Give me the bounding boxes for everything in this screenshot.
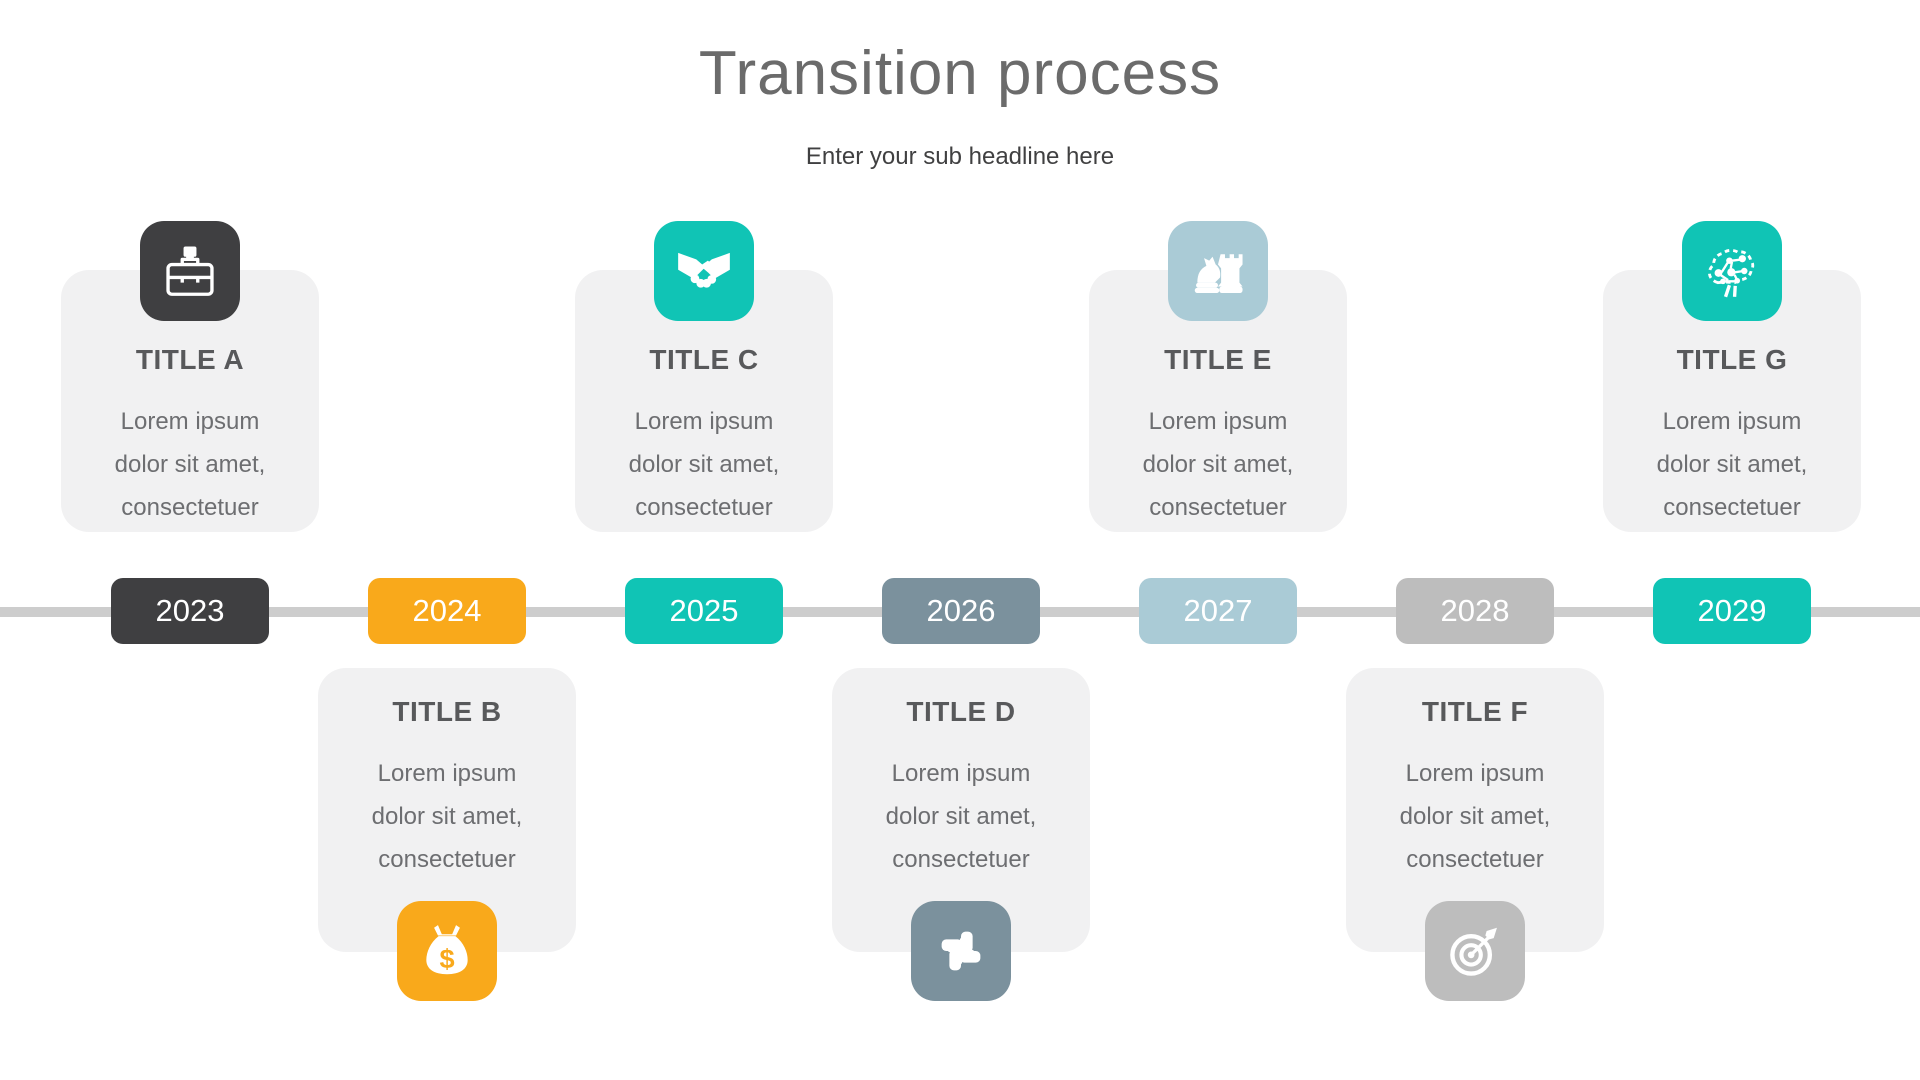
card-body: Lorem ipsum dolor sit amet, consectetuer (115, 400, 266, 529)
card-body-line: dolor sit amet, (885, 803, 1037, 830)
card-body-line: Lorem ipsum (1148, 408, 1288, 435)
card-title: TITLE E (1164, 344, 1272, 375)
svg-text:$: $ (439, 943, 454, 974)
card-body-line: consectetuer (892, 846, 1030, 873)
card-body: Lorem ipsum dolor sit amet, consectetuer (886, 752, 1037, 881)
target-icon (1425, 901, 1525, 1001)
card-body-line: Lorem ipsum (634, 408, 774, 435)
card-body-line: consectetuer (1406, 846, 1544, 873)
year-badge: 2029 (1653, 578, 1811, 644)
page-subtitle: Enter your sub headline here (805, 143, 1115, 170)
year-badge: 2027 (1139, 578, 1297, 644)
card-body: Lorem ipsum dolor sit amet, consectetuer (629, 400, 780, 529)
card-body-line: consectetuer (378, 846, 516, 873)
card-title: TITLE B (392, 696, 502, 727)
card-body: Lorem ipsum dolor sit amet, consectetuer (372, 752, 523, 881)
card-body-line: consectetuer (635, 494, 773, 521)
card-title: TITLE C (649, 344, 759, 375)
card-body-line: consectetuer (1663, 494, 1801, 521)
briefcase-icon (140, 221, 240, 321)
year-badge: 2024 (368, 578, 526, 644)
brain-icon (1682, 221, 1782, 321)
year-badge: 2023 (111, 578, 269, 644)
card-body-line: Lorem ipsum (891, 760, 1031, 787)
card-body: Lorem ipsum dolor sit amet, consectetuer (1400, 752, 1551, 881)
card-body-line: dolor sit amet, (628, 451, 780, 478)
teamwork-icon (911, 901, 1011, 1001)
card-body: Lorem ipsum dolor sit amet, consectetuer (1143, 400, 1294, 529)
card-body-line: dolor sit amet, (371, 803, 523, 830)
card-body-line: consectetuer (121, 494, 259, 521)
year-badge: 2028 (1396, 578, 1554, 644)
card-body-line: Lorem ipsum (1405, 760, 1545, 787)
card-title: TITLE D (906, 696, 1016, 727)
card-body-line: Lorem ipsum (377, 760, 517, 787)
year-badge: 2025 (625, 578, 783, 644)
card-body-line: dolor sit amet, (1656, 451, 1808, 478)
year-badge: 2026 (882, 578, 1040, 644)
card-body-line: Lorem ipsum (1662, 408, 1802, 435)
page-title: Transition process (698, 39, 1222, 108)
card-title: TITLE G (1676, 344, 1788, 375)
card-body-line: Lorem ipsum (120, 408, 260, 435)
card-title: TITLE A (135, 344, 245, 375)
card: TITLE A Lorem ipsum dolor sit amet, consect… (61, 270, 319, 532)
card-body-line: dolor sit amet, (1142, 451, 1294, 478)
card-body-line: dolor sit amet, (114, 451, 266, 478)
card-title: TITLE F (1421, 696, 1529, 727)
chess-icon (1168, 221, 1268, 321)
money-bag-icon: $ (397, 901, 497, 1001)
handshake-icon (654, 221, 754, 321)
card-body-line: consectetuer (1149, 494, 1287, 521)
card-body: Lorem ipsum dolor sit amet, consectetuer (1657, 400, 1808, 529)
card-body-line: dolor sit amet, (1399, 803, 1551, 830)
